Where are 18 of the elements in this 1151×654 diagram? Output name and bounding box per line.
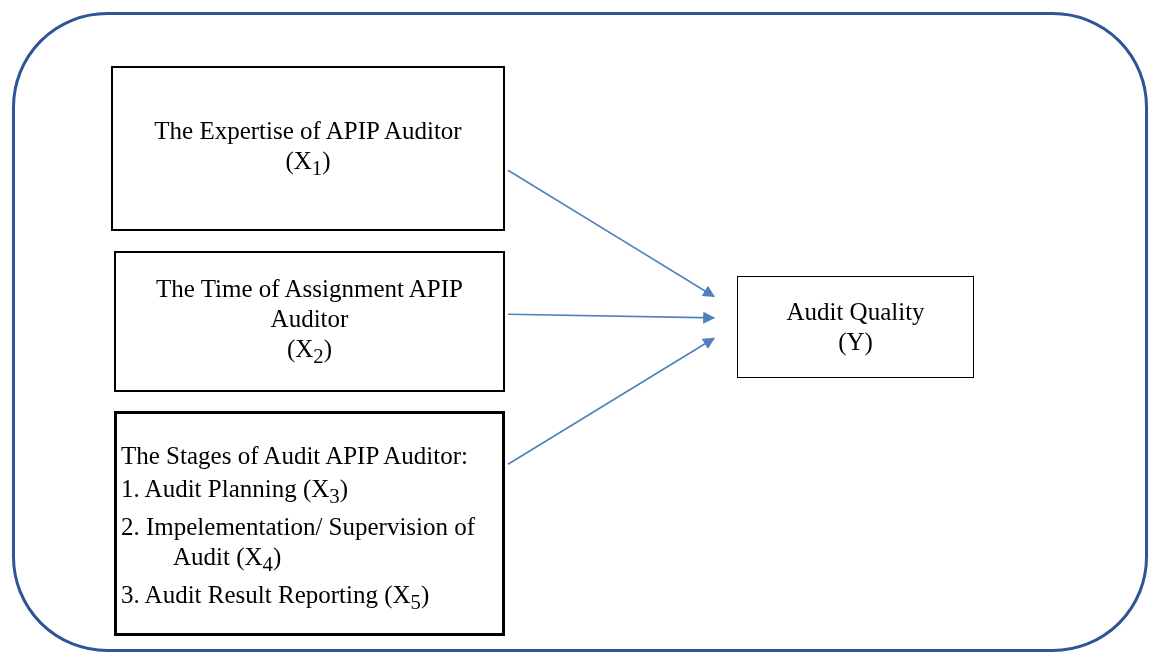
arrow <box>507 169 715 298</box>
text-box <box>111 66 505 231</box>
text-box <box>737 276 974 378</box>
arrow <box>507 311 716 324</box>
text-box <box>114 251 505 392</box>
variable-label: (X$_{2}$) <box>286 334 333 369</box>
box-title: Audit Quality <box>786 297 925 327</box>
rounded-frame <box>12 12 1148 652</box>
arrow <box>507 337 715 466</box>
box-title: The Expertise of APIP Auditor <box>154 116 462 146</box>
list-item: 2. Impelementation/ Supervision of Audit (X$_{4}$) <box>121 512 477 577</box>
variable-label: (Y) <box>838 327 873 357</box>
box-title: The Stages of Audit APIP Auditor: <box>121 441 469 472</box>
list-item: 1. Audit Planning (X$_{3}$) <box>121 474 350 510</box>
text-box <box>114 411 505 636</box>
list-item: 3. Audit Result Reporting (X$_{5}$) <box>121 580 431 615</box>
variable-label: (X$_{1}$) <box>285 146 331 181</box>
box-title: The Time of Assignment APIP Auditor <box>156 274 463 334</box>
